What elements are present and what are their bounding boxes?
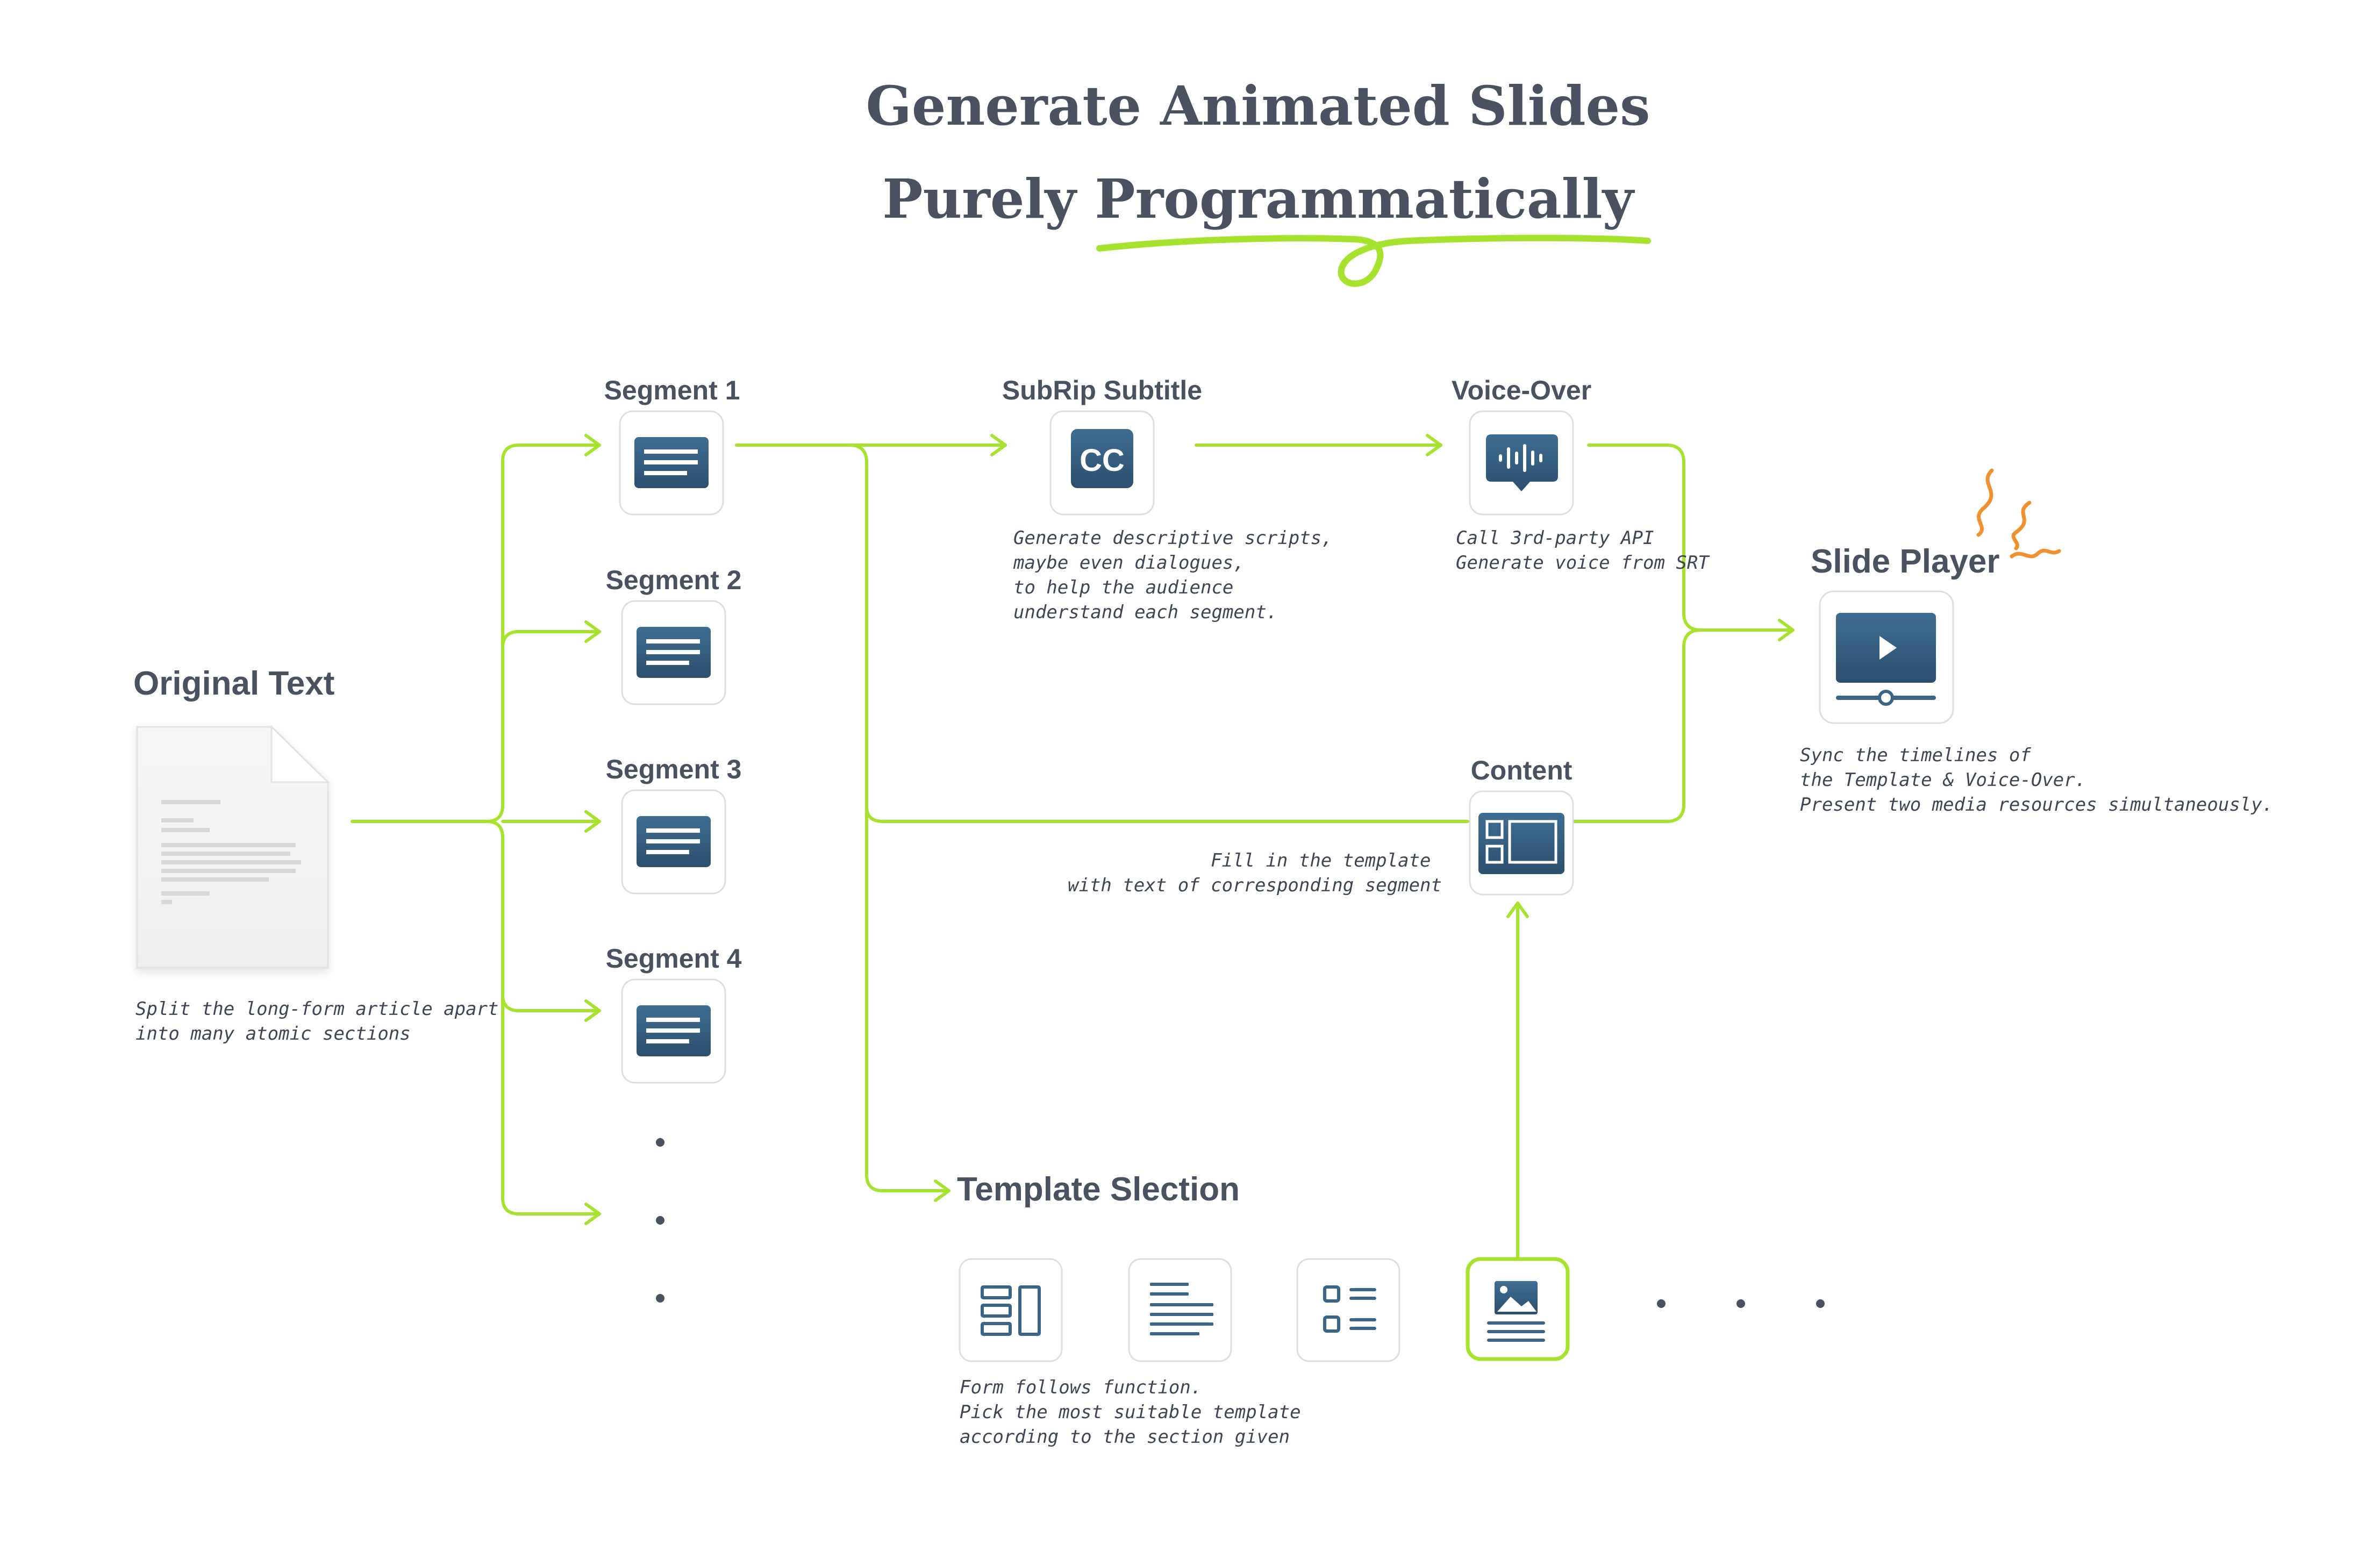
columns-layout-icon <box>981 1285 1041 1336</box>
original-text-note: Split the long-form article apart into m… <box>135 998 510 1045</box>
template-note-line-3: according to the section given <box>960 1426 1290 1448</box>
closed-caption-icon: CC <box>1071 429 1133 488</box>
image-with-text-icon <box>1487 1281 1545 1342</box>
content-label: Content <box>1471 755 1573 785</box>
voiceover-note-line-1: Call 3rd-party API <box>1456 527 1654 549</box>
subrip-subtitle-note: Generate descriptive scripts, maybe even… <box>1013 527 1343 623</box>
player-note-line-1: Sync the timelines of <box>1800 745 2031 766</box>
original-text-label: Original Text <box>133 665 334 702</box>
segment-3-label: Segment 3 <box>606 754 742 784</box>
template-selection-note: Form follows function. Pick the most sui… <box>960 1377 1312 1448</box>
segment-4[interactable]: Segment 4 <box>606 943 742 1084</box>
voice-over-node[interactable]: Voice-Over <box>1452 375 1591 516</box>
player-note-line-2: the Template & Voice-Over. <box>1800 769 2086 791</box>
segment-1[interactable]: Segment 1 <box>604 375 740 516</box>
player-note-line-3: Present two media resources simultaneous… <box>1800 794 2273 816</box>
segment-3[interactable]: Segment 3 <box>606 754 742 895</box>
slide-layout-icon <box>1478 813 1564 874</box>
cc-icon-text: CC <box>1080 443 1125 478</box>
subtitle-note-line-2: maybe even dialogues, <box>1013 552 1245 574</box>
original-note-line-1: Split the long-form article apart <box>135 998 499 1020</box>
text-paragraph-icon <box>1150 1283 1213 1335</box>
sparkle-doodle-icon <box>1976 468 2061 559</box>
segment-2-label: Segment 2 <box>606 565 742 595</box>
checklist-icon <box>1323 1285 1376 1333</box>
template-note-line-2: Pick the most suitable template <box>960 1401 1301 1423</box>
template-box-3[interactable] <box>1296 1258 1400 1362</box>
more-templates-ellipsis <box>1657 1299 1825 1308</box>
template-selection-label: Template Slection <box>957 1171 1240 1208</box>
content-note-line-1: Fill in the template <box>1211 850 1431 871</box>
connector-lines <box>351 434 1795 1260</box>
subrip-subtitle-label: SubRip Subtitle <box>1002 375 1202 405</box>
slide-player-label: Slide Player <box>1811 543 2000 580</box>
text-lines-icon <box>637 1005 711 1056</box>
subtitle-note-line-4: understand each segment. <box>1013 602 1277 623</box>
video-player-icon <box>1836 613 1936 706</box>
subtitle-note-line-3: to help the audience <box>1013 577 1233 598</box>
subtitle-note-line-1: Generate descriptive scripts, <box>1013 527 1333 549</box>
template-note-line-1: Form follows function. <box>960 1377 1202 1398</box>
subrip-subtitle-node[interactable]: SubRip Subtitle CC <box>1002 375 1202 516</box>
text-lines-icon <box>637 816 711 867</box>
title-line-2: Purely Programmatically <box>882 167 1635 231</box>
segment-1-label: Segment 1 <box>604 375 740 405</box>
voiceover-note-line-2: Generate voice from SRT <box>1456 552 1710 574</box>
content-note-line-2: with text of corresponding segment <box>1068 875 1442 896</box>
template-option-columns[interactable] <box>959 1258 1063 1362</box>
more-segments-ellipsis <box>656 1138 664 1303</box>
template-option-checklist[interactable] <box>1296 1258 1400 1362</box>
slide-player-note: Sync the timelines of the Template & Voi… <box>1800 745 2273 816</box>
text-lines-icon <box>637 627 711 678</box>
slide-player-node[interactable]: Slide Player <box>1811 468 2061 724</box>
content-node[interactable]: Content <box>1469 755 1574 896</box>
template-option-image-text[interactable] <box>1466 1257 1570 1361</box>
template-option-paragraph[interactable] <box>1128 1258 1232 1362</box>
title-underline-swash <box>1096 234 1651 287</box>
text-lines-icon <box>634 437 709 488</box>
title-line-1: Generate Animated Slides <box>866 74 1650 138</box>
segment-2[interactable]: Segment 2 <box>606 565 742 705</box>
voice-waveform-icon <box>1486 434 1558 491</box>
document-icon <box>136 725 330 969</box>
segment-4-label: Segment 4 <box>606 943 742 974</box>
original-note-line-2: into many atomic sections <box>135 1023 411 1045</box>
template-box-2[interactable] <box>1128 1258 1232 1362</box>
voice-over-label: Voice-Over <box>1452 375 1591 405</box>
content-note: Fill in the template with text of corres… <box>1068 850 1442 896</box>
voice-over-note: Call 3rd-party API Generate voice from S… <box>1456 527 1710 574</box>
